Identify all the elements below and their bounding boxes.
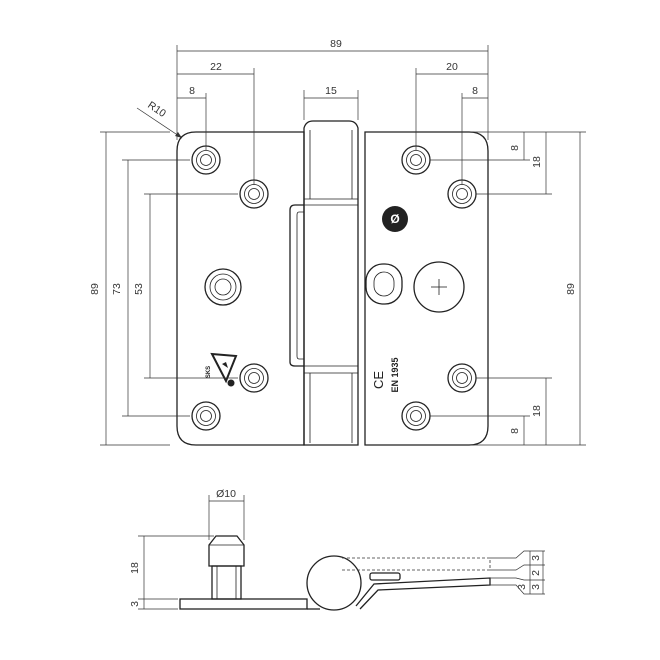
- side-knuckle-circle: [306, 555, 362, 611]
- svg-text:Ø: Ø: [390, 212, 399, 226]
- screw-hole: [191, 145, 221, 175]
- dim-right-bottom-edge: 8: [509, 428, 521, 434]
- side-folded-leaf: [342, 557, 491, 610]
- dim-stack-upper: 3: [530, 555, 542, 561]
- slotted-hole: [365, 263, 403, 305]
- dim-right-top-edge: 8: [509, 145, 521, 151]
- dim-overall-width: 89: [330, 38, 342, 50]
- dim-pin-diameter: Ø10: [216, 488, 236, 500]
- dim-overall-height-left: 89: [89, 283, 101, 295]
- round-hole-large: [413, 261, 465, 313]
- dim-right-top-center: 18: [531, 156, 543, 168]
- screw-hole: [239, 363, 269, 393]
- right-dimension-lines: [430, 131, 586, 446]
- hinge-pin: [208, 535, 245, 600]
- dim-stack-lower: 3: [516, 584, 528, 590]
- dim-left-hole-spacing-inner: 53: [133, 283, 145, 295]
- dim-right-hole-edge: 8: [472, 85, 478, 97]
- right-leaf-outline: [364, 131, 489, 446]
- hinge-side-view: [179, 535, 491, 611]
- sks-mark-icon: SKS: [206, 352, 238, 387]
- dim-corner-radius: R10: [145, 99, 168, 120]
- left-leaf-outline: [176, 131, 305, 446]
- top-dimension-lines: [136, 45, 489, 185]
- dim-left-hole-edge: 8: [189, 85, 195, 97]
- dim-left-hole-spacing: 73: [111, 283, 123, 295]
- class-mark-icon: Ø: [382, 206, 408, 232]
- dim-left-hole-center: 22: [210, 61, 222, 73]
- dim-plate-thickness: 3: [129, 601, 141, 607]
- dim-overall-height-right: 89: [565, 283, 577, 295]
- side-base-plate: [179, 598, 308, 610]
- screw-hole: [447, 363, 477, 393]
- screw-hole-large: [204, 268, 242, 306]
- screw-hole: [401, 145, 431, 175]
- left-dimension-lines: [100, 131, 238, 446]
- svg-text:SKS: SKS: [206, 366, 212, 378]
- hinge-knuckle: [289, 120, 359, 446]
- side-dimension-lines: [138, 495, 545, 610]
- en-standard-label: EN 1935: [390, 357, 400, 392]
- dim-stack-right-lower: 3: [530, 584, 542, 590]
- dim-stack-middle: 2: [530, 570, 542, 576]
- dim-knuckle-width: 15: [325, 85, 337, 97]
- hinge-front-view: Ø SKS CE EN 1935: [176, 120, 489, 446]
- screw-hole: [191, 401, 221, 431]
- screw-hole: [401, 401, 431, 431]
- dim-pin-height: 18: [129, 562, 141, 574]
- ce-mark: CE: [371, 371, 386, 389]
- dim-right-hole-center: 20: [446, 61, 458, 73]
- dim-right-bottom-center: 18: [531, 405, 543, 417]
